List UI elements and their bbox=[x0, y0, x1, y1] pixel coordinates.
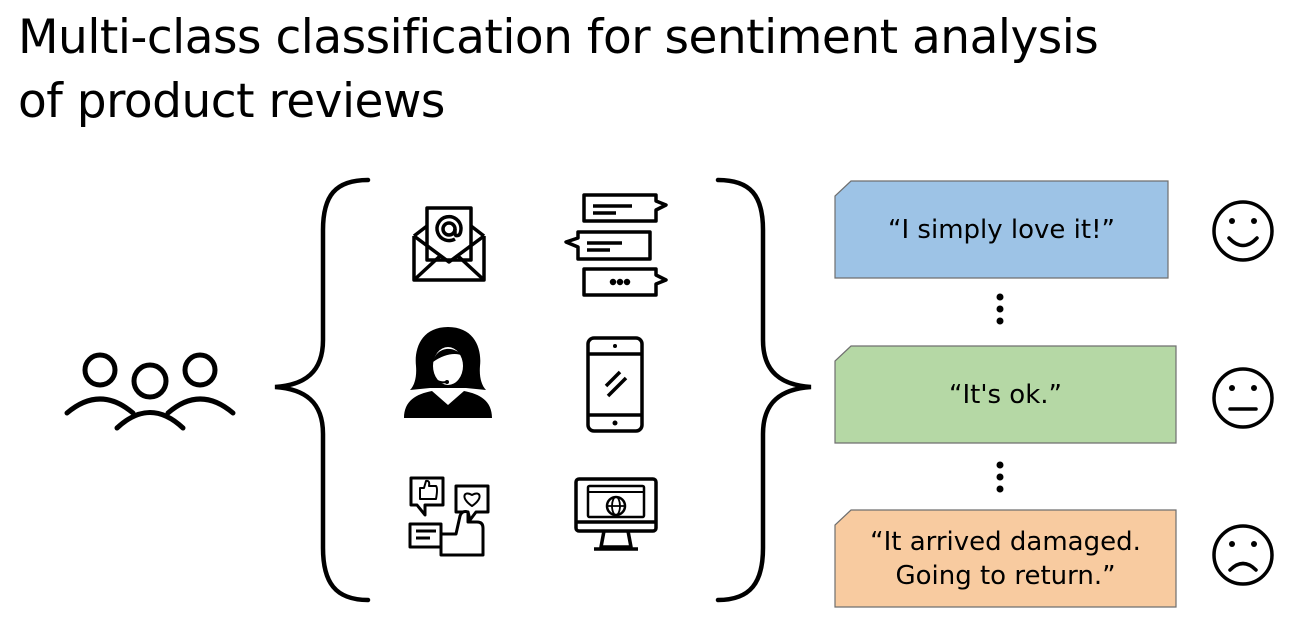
social-media-icon bbox=[408, 476, 490, 557]
smartphone-icon bbox=[586, 336, 644, 433]
email-icon bbox=[412, 206, 486, 282]
website-icon bbox=[574, 477, 658, 551]
ellipsis-separator-2 bbox=[996, 461, 1004, 493]
neutral-face-icon bbox=[1212, 367, 1274, 429]
review-card-1 bbox=[834, 180, 1169, 279]
page-title: Multi-class classification for sentiment… bbox=[18, 6, 1099, 134]
sad-face-icon bbox=[1212, 524, 1274, 586]
review-text-3: “It arrived damaged. Going to return.” bbox=[835, 510, 1176, 607]
review-3-line-1: “It arrived damaged. bbox=[870, 526, 1141, 557]
title-line-2: of product reviews bbox=[18, 74, 445, 129]
review-card-3 bbox=[834, 509, 1177, 608]
review-card-2 bbox=[834, 345, 1177, 444]
review-text-1: “I simply love it!” bbox=[835, 181, 1168, 278]
review-1-line-1: “I simply love it!” bbox=[888, 214, 1115, 245]
support-agent-icon bbox=[404, 327, 492, 418]
review-3-line-2: Going to return.” bbox=[895, 560, 1116, 591]
review-2-line-1: “It's ok.” bbox=[949, 379, 1062, 410]
left-brace bbox=[274, 177, 371, 603]
right-brace bbox=[715, 177, 812, 603]
users-group-icon bbox=[64, 352, 236, 431]
title-line-1: Multi-class classification for sentiment… bbox=[18, 10, 1099, 65]
happy-face-icon bbox=[1212, 200, 1274, 262]
chat-messages-icon bbox=[564, 193, 668, 297]
review-text-2: “It's ok.” bbox=[835, 346, 1176, 443]
ellipsis-separator-1 bbox=[996, 293, 1004, 325]
